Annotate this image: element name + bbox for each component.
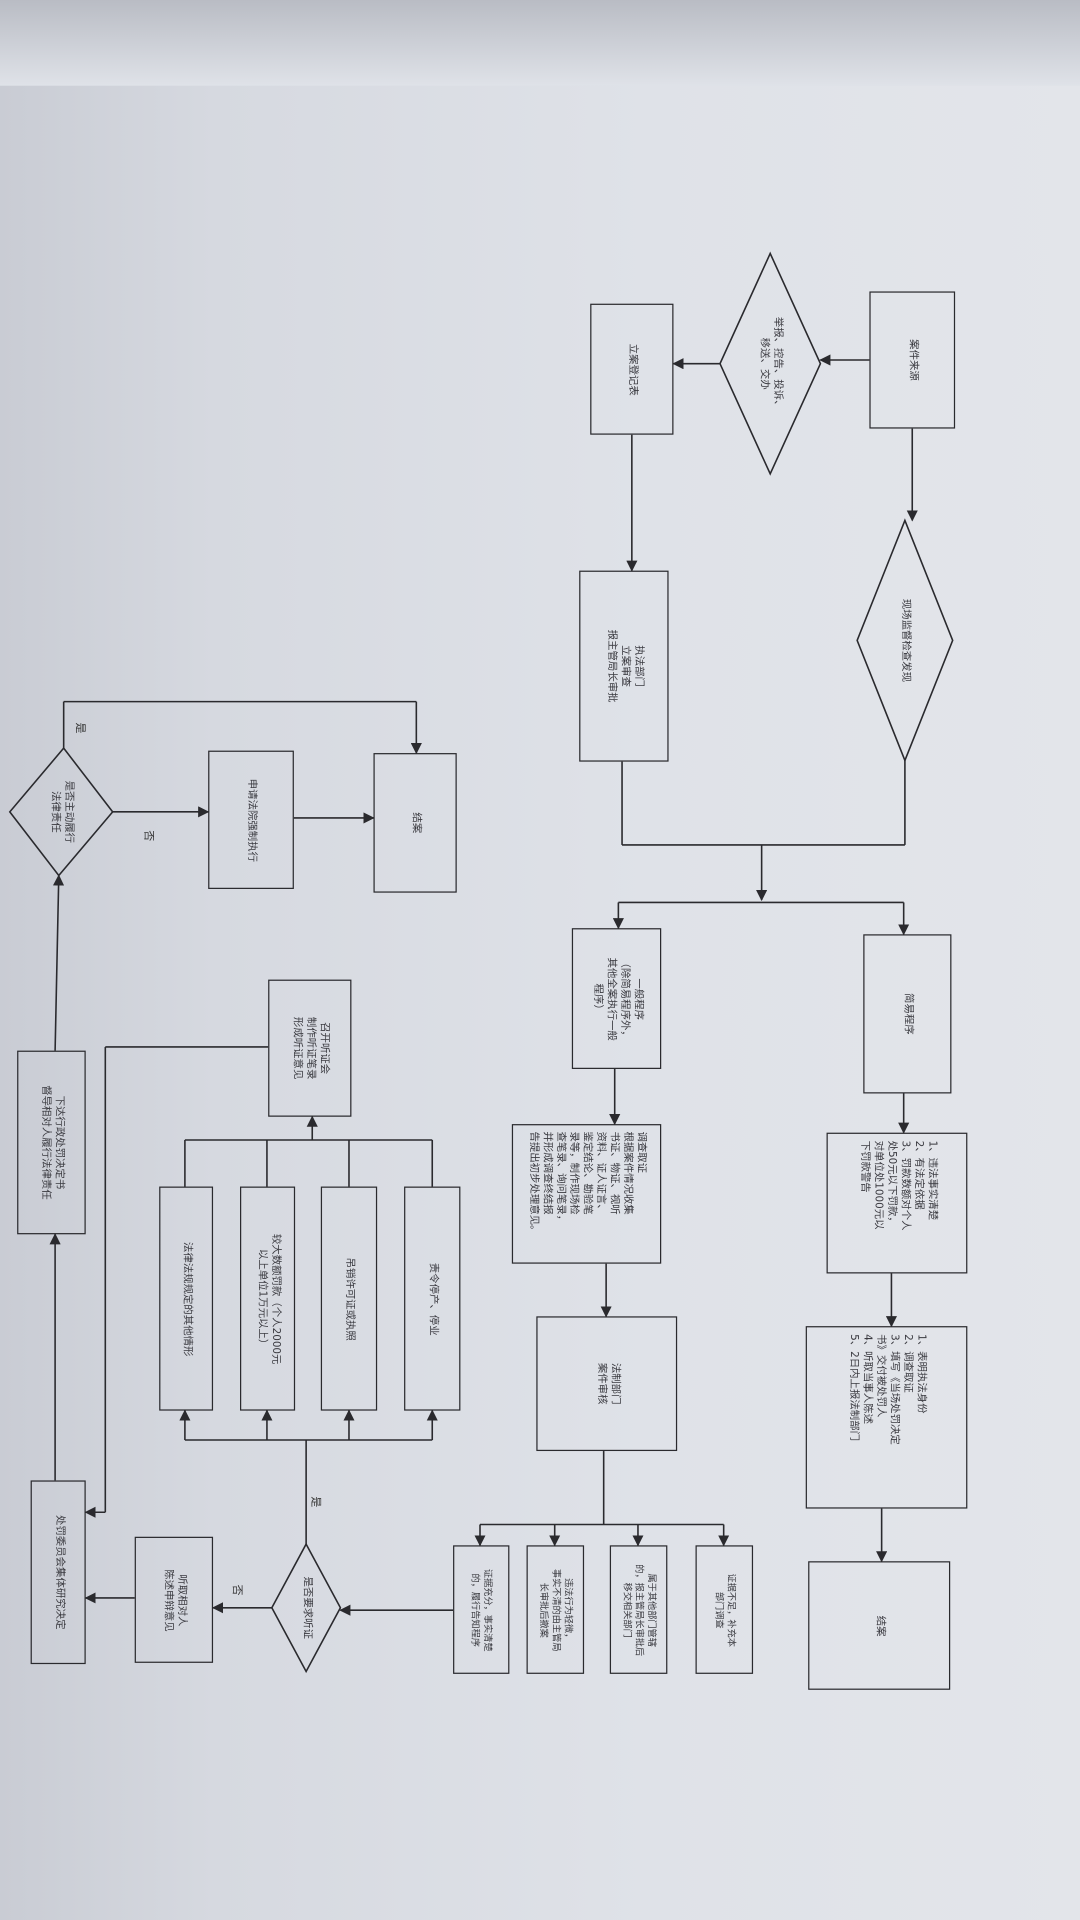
statement-box: 听取相对人 陈述申辩意见 (134, 1536, 214, 1663)
decision-report-diamond (719, 251, 822, 476)
compliance-text: 是否主动履行 法律责任 (48, 780, 75, 844)
legal-review-text: 法制部门 案件审核 (594, 1362, 621, 1405)
onsite-steps-box: 1、表明执法身份 2、调查取证 3、填写《当场处罚决定 书》交付被处罚人 4、听… (805, 1326, 968, 1509)
report-sources-decision: 举报、控告、投诉、 移送、交办 (720, 253, 820, 473)
outcome-dismiss-box: 违法行为轻微， 事实不清的由主管局 长审批后撤案 (526, 1545, 585, 1674)
simple-conditions-box: 1、违法事实清楚 2、有法定依据 3、罚款数额对个人 处50元以下罚款， 对单位… (826, 1132, 968, 1274)
issue-decision-text: 下达行政处罚决定书 督导相对人履行法律责任 (39, 1085, 65, 1200)
decision-hearing-diamond (270, 1542, 342, 1674)
outcome-transfer-text: 属于其他部门管辖 的，报主管局长审批后 移交相关部门 (621, 1563, 657, 1656)
general-procedure-box: 一般程序 （除简易程序外， 其他全案执行一般 程序） (571, 928, 662, 1069)
compliance-yes-label: 是 (73, 722, 86, 734)
report-sources-text: 举报、控告、投诉、 移送、交办 (757, 316, 784, 411)
court-enforcement-box: 申请法院强制执行 (208, 750, 294, 889)
onsite-inspection-text: 现场监督检查发现 (899, 598, 912, 683)
committee-text: 处罚委员会集体研究决定 (52, 1514, 65, 1630)
case-source-box: 案件来源 (869, 291, 956, 429)
simple-procedure-box: 简易程序 (863, 934, 952, 1094)
case-revoke-box: 吊销许可证或执照 (320, 1186, 378, 1411)
committee-box: 处罚委员会集体研究决定 (30, 1480, 86, 1665)
outcome-insufficient-text: 证据不足，补充本 部门调查 (713, 1572, 737, 1647)
case-other-box: 法律法规规定的其他情形 (159, 1186, 214, 1411)
onsite-inspection-decision: 现场监督检查发现 (857, 520, 953, 760)
hearing-request-text: 是否要求听证 (300, 1576, 313, 1639)
investigation-box: 调查取证 根据案件情况收集 书证、物证、视听 资料、证人证言、 鉴定结论、勘验笔… (511, 1124, 662, 1264)
hearing-request-decision: 是否要求听证 (272, 1544, 341, 1671)
close-case-simple-text: 结案 (873, 1615, 886, 1636)
case-suspend-text: 责令停产、停业 (426, 1262, 439, 1336)
outcome-insufficient-box: 证据不足，补充本 部门调查 (695, 1545, 754, 1674)
simple-procedure-text: 简易程序 (901, 993, 915, 1035)
simple-conditions-text: 1、违法事实清楚 2、有法定依据 3、罚款数额对个人 处50元以下罚款， 对单位… (857, 1140, 938, 1230)
filing-review-text: 执法部门 立案审查 报主管局长审批 (604, 629, 645, 703)
close-case-final-box: 结案 (373, 753, 457, 893)
outcome-notify-box: 证据充分，事实清楚 的，履行告知程序 (453, 1545, 510, 1674)
statement-text: 听取相对人 陈述申辩意见 (161, 1568, 188, 1632)
outcome-notify-text: 证据充分，事实清楚 的，履行告知程序 (470, 1568, 494, 1651)
hearing-no-label: 否 (230, 1584, 243, 1596)
register-form-box: 立案登记表 (590, 303, 674, 435)
hearing-yes-label: 是 (308, 1496, 321, 1508)
compliance-no-label: 否 (142, 830, 155, 842)
compliance-decision: 是否主动履行 法律责任 (10, 748, 113, 875)
case-large-fine-box: 较大数额罚款（个人2000元 以上单位1万元以上） (240, 1186, 296, 1411)
case-other-text: 法律法规规定的其他情形 (180, 1241, 193, 1356)
onsite-steps-text: 1、表明执法身份 2、调查取证 3、填写《当场处罚决定 书》交付被处罚人 4、听… (847, 1333, 927, 1445)
case-revoke-text: 吊销许可证或执照 (343, 1256, 356, 1341)
close-case-simple-box: 结案 (808, 1561, 951, 1690)
hearing-text: 召开听证会 制作听证笔录 形成听证意见 (290, 1016, 331, 1080)
case-suspend-box: 责令停产、停业 (404, 1186, 461, 1411)
outcome-transfer-box: 属于其他部门管辖 的，报主管局长审批后 移交相关部门 (609, 1545, 668, 1674)
connector-arrow (52, 874, 65, 1051)
outcome-dismiss-text: 违法行为轻微， 事实不清的由主管局 长审批后撤案 (538, 1568, 574, 1651)
filing-review-box: 执法部门 立案审查 报主管局长审批 (579, 570, 669, 762)
close-case-final-text: 结案 (409, 812, 422, 834)
issue-decision-box: 下达行政处罚决定书 督导相对人履行法律责任 (17, 1050, 86, 1235)
case-large-fine-text: 较大数额罚款（个人2000元 以上单位1万元以上） (255, 1233, 282, 1364)
case-source-text: 案件来源 (906, 339, 919, 381)
hearing-box: 召开听证会 制作听证笔录 形成听证意见 (268, 979, 352, 1117)
legal-review-box: 法制部门 案件审核 (536, 1316, 678, 1452)
court-enforcement-text: 申请法院强制执行 (245, 778, 258, 862)
investigation-text: 调查取证 根据案件情况收集 书证、物证、视听 资料、证人证言、 鉴定结论、勘验笔… (527, 1131, 648, 1236)
general-procedure-text: 一般程序 （除简易程序外， 其他全案执行一般 程序） (590, 956, 644, 1041)
register-form-text: 立案登记表 (626, 343, 639, 396)
